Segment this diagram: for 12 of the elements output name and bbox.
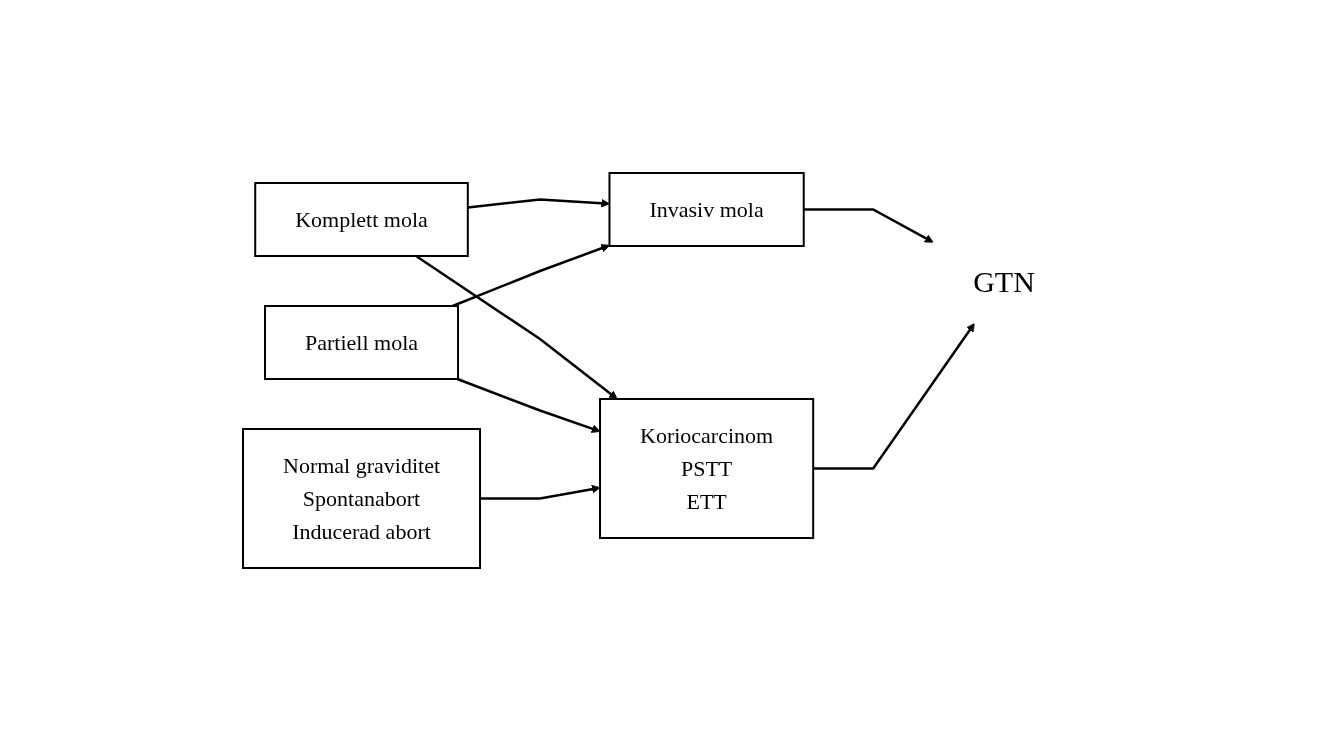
arrow	[456, 377, 600, 433]
arrow	[479, 484, 600, 500]
arrow	[451, 244, 610, 308]
node-box: Invasiv mola	[608, 172, 805, 247]
arrow	[467, 198, 610, 209]
node-box: Koriocarcinom PSTT ETT	[598, 398, 814, 539]
node-box: Normal graviditet Spontanabort Inducerad abort	[241, 428, 481, 569]
node-box: Partiell mola	[263, 305, 459, 380]
arrow	[803, 208, 934, 243]
node-text: GTN	[972, 264, 1035, 298]
node-box: Komplett mola	[253, 182, 469, 257]
arrow	[812, 323, 975, 470]
